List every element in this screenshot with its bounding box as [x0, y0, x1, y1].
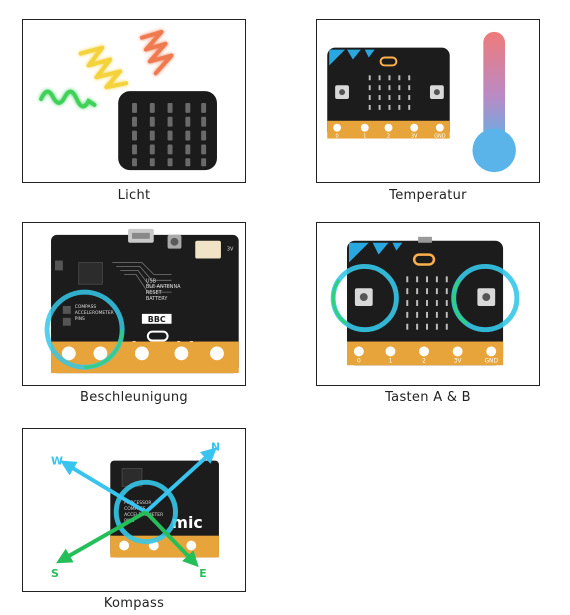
east-arrow-icon: [144, 510, 199, 568]
buttons-illustration: 0 1 2 3V GND: [330, 236, 520, 366]
compass-caption: Kompass: [103, 596, 165, 611]
pin-label: 3V: [411, 134, 418, 140]
reset-label: RESET: [146, 290, 163, 296]
compass-card: PROCESSOR COMPASS ACCELEROMETER PINS mic…: [22, 428, 246, 592]
pins-label: PINS: [75, 316, 85, 322]
processor-label: PROCESSOR: [124, 500, 151, 506]
light-sensor-card: [22, 19, 246, 183]
microbit-board-back: USB BLE ANTENNA RESET BATTERY 3V BBC mic…: [51, 228, 239, 374]
microbit-board: 0 1 2 3V GND: [347, 236, 504, 366]
microbit-board-back: PROCESSOR COMPASS ACCELEROMETER PINS mic: [110, 460, 219, 558]
temperature-card: 0 1 2 3V GND: [316, 19, 540, 183]
green-light-wave-icon: [39, 89, 97, 109]
west-label: W: [51, 455, 63, 468]
pin-label: 1: [363, 134, 366, 140]
compass-illustration: PROCESSOR COMPASS ACCELEROMETER PINS mic…: [51, 441, 220, 580]
north-label: N: [211, 441, 220, 454]
acceleration-card: USB BLE ANTENNA RESET BATTERY 3V BBC mic…: [22, 222, 246, 386]
light-sensor-illustration: [39, 29, 217, 171]
acceleration-illustration: USB BLE ANTENNA RESET BATTERY 3V BBC mic…: [44, 228, 239, 374]
south-label: S: [51, 567, 59, 580]
west-arrow-icon: [60, 460, 147, 514]
compass-label: COMPASS: [75, 304, 97, 310]
light-caption: Licht: [117, 188, 151, 203]
east-label: E: [199, 567, 206, 580]
pin-label: 2: [387, 134, 390, 140]
bbc-logo: BBC: [148, 315, 166, 324]
acceleration-caption: Beschleunigung: [80, 390, 188, 405]
led-matrix-board: [118, 91, 217, 171]
yellow-light-wave-icon: [78, 45, 129, 90]
usb-label: USB: [146, 278, 157, 284]
compass-arrows: [56, 447, 217, 568]
pin-label: 0: [357, 358, 361, 364]
thermometer-icon: [472, 31, 516, 173]
pin-label: GND: [434, 134, 445, 140]
north-arrow-icon: [144, 447, 217, 514]
pin-label: 2: [422, 358, 426, 364]
pin-label: 0: [336, 134, 339, 140]
pin-label: GND: [484, 358, 498, 364]
highlight-ring: [113, 479, 178, 545]
battery-label: BATTERY: [146, 296, 169, 302]
buttons-card: 0 1 2 3V GND: [316, 222, 540, 386]
buttons-caption: Tasten A & B: [385, 390, 471, 405]
south-arrow-icon: [56, 510, 147, 564]
microbit-board: 0 1 2 3V GND: [327, 47, 450, 140]
accelerometer-label: ACCELEROMETER: [75, 310, 114, 316]
compass-label: COMPASS: [124, 506, 146, 512]
red-light-wave-icon: [139, 29, 174, 76]
temperature-illustration: 0 1 2 3V GND: [327, 31, 516, 173]
voltage-label: 3V: [227, 247, 234, 253]
temperature-caption: Temperatur: [389, 188, 467, 203]
pin-label: 1: [389, 358, 393, 364]
pin-label: 3V: [454, 358, 462, 364]
ble-label: BLE ANTENNA: [146, 284, 181, 290]
svg-text:mic: mic: [172, 513, 203, 532]
